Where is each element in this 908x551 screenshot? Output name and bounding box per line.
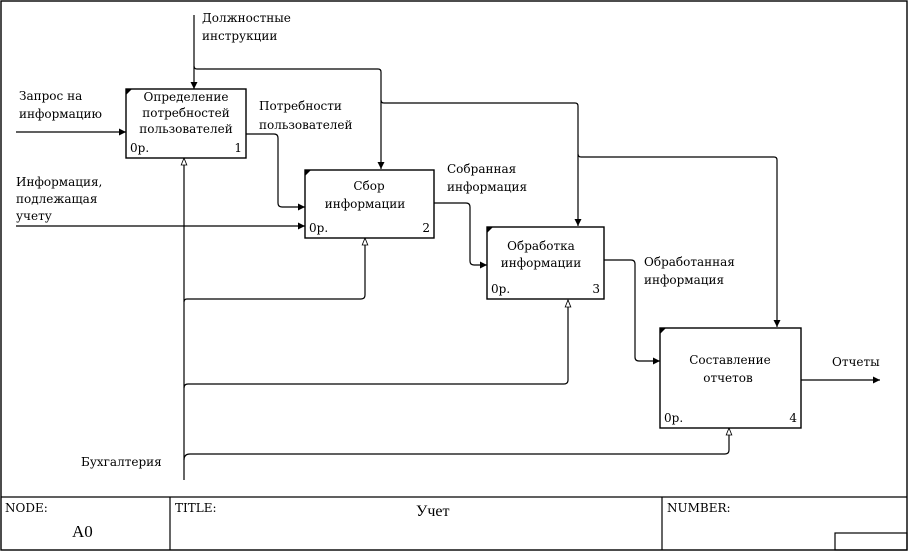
activity-box-4[interactable]: Составление отчетов 0р. 4	[659, 327, 802, 429]
arrow-processed[interactable]	[604, 259, 660, 365]
arrow-control-to-box4[interactable]	[577, 153, 781, 327]
box2-number: 2	[422, 221, 430, 235]
box2-title-line2: информации	[325, 197, 406, 211]
activity-box-3[interactable]: Обработка информации 0р. 3	[486, 226, 605, 300]
label-collected-line1: Собранная	[447, 162, 516, 176]
activity-box-2[interactable]: Сбор информации 0р. 2	[304, 169, 435, 239]
box1-number: 1	[234, 141, 242, 155]
title-value: Учет	[416, 503, 449, 520]
number-field-box	[834, 532, 908, 551]
box2-cost: 0р.	[309, 221, 328, 235]
box1-title-line1: Определение	[144, 90, 229, 104]
label-collected-line2: информация	[447, 180, 527, 194]
arrow-collected[interactable]	[434, 202, 487, 269]
arrow-mechanism-to-box2[interactable]	[183, 238, 365, 303]
label-control-line2: инструкции	[202, 29, 277, 43]
box4-title-line2: отчетов	[703, 371, 753, 385]
title-block: NODE: A0 TITLE: Учет NUMBER:	[1, 496, 908, 551]
box4-title-line1: Составление	[689, 353, 771, 367]
arrow-control-to-box3[interactable]	[380, 99, 582, 226]
label-input-info-line1: Информация,	[16, 175, 102, 189]
label-mechanism: Бухгалтерия	[81, 455, 162, 469]
node-value: A0	[72, 522, 93, 541]
box3-title-line2: информации	[501, 256, 582, 270]
box4-number: 4	[789, 411, 797, 425]
label-input-info-line3: учету	[16, 209, 52, 223]
box3-number: 3	[592, 282, 600, 296]
box3-cost: 0р.	[491, 282, 510, 296]
activity-box-1[interactable]: Определение потребностей пользователей 0…	[125, 88, 247, 159]
arrow-needs[interactable]	[246, 133, 305, 211]
box1-title-line2: потребностей	[142, 106, 230, 120]
label-input-request-line1: Запрос на	[19, 89, 82, 103]
label-input-info-line2: подлежащая	[16, 192, 97, 206]
label-needs-line2: пользователей	[259, 118, 353, 132]
title-label: TITLE:	[175, 501, 217, 515]
box1-title-line3: пользователей	[139, 122, 233, 136]
box2-title-line1: Сбор	[353, 179, 385, 193]
label-input-request-line2: информацию	[19, 107, 102, 121]
label-processed-line1: Обработанная	[644, 255, 735, 269]
node-label: NODE:	[5, 501, 48, 515]
label-needs-line1: Потребности	[259, 99, 342, 113]
label-output-reports: Отчеты	[832, 355, 880, 369]
box1-cost: 0р.	[130, 141, 149, 155]
label-control-line1: Должностные	[202, 11, 291, 25]
arrow-mechanism-to-box3[interactable]	[183, 300, 568, 389]
box4-cost: 0р.	[664, 411, 683, 425]
arrow-mechanism-to-box4[interactable]	[183, 428, 729, 461]
box3-title-line1: Обработка	[507, 239, 575, 253]
label-processed-line2: информация	[644, 273, 724, 287]
number-label: NUMBER:	[667, 501, 731, 515]
